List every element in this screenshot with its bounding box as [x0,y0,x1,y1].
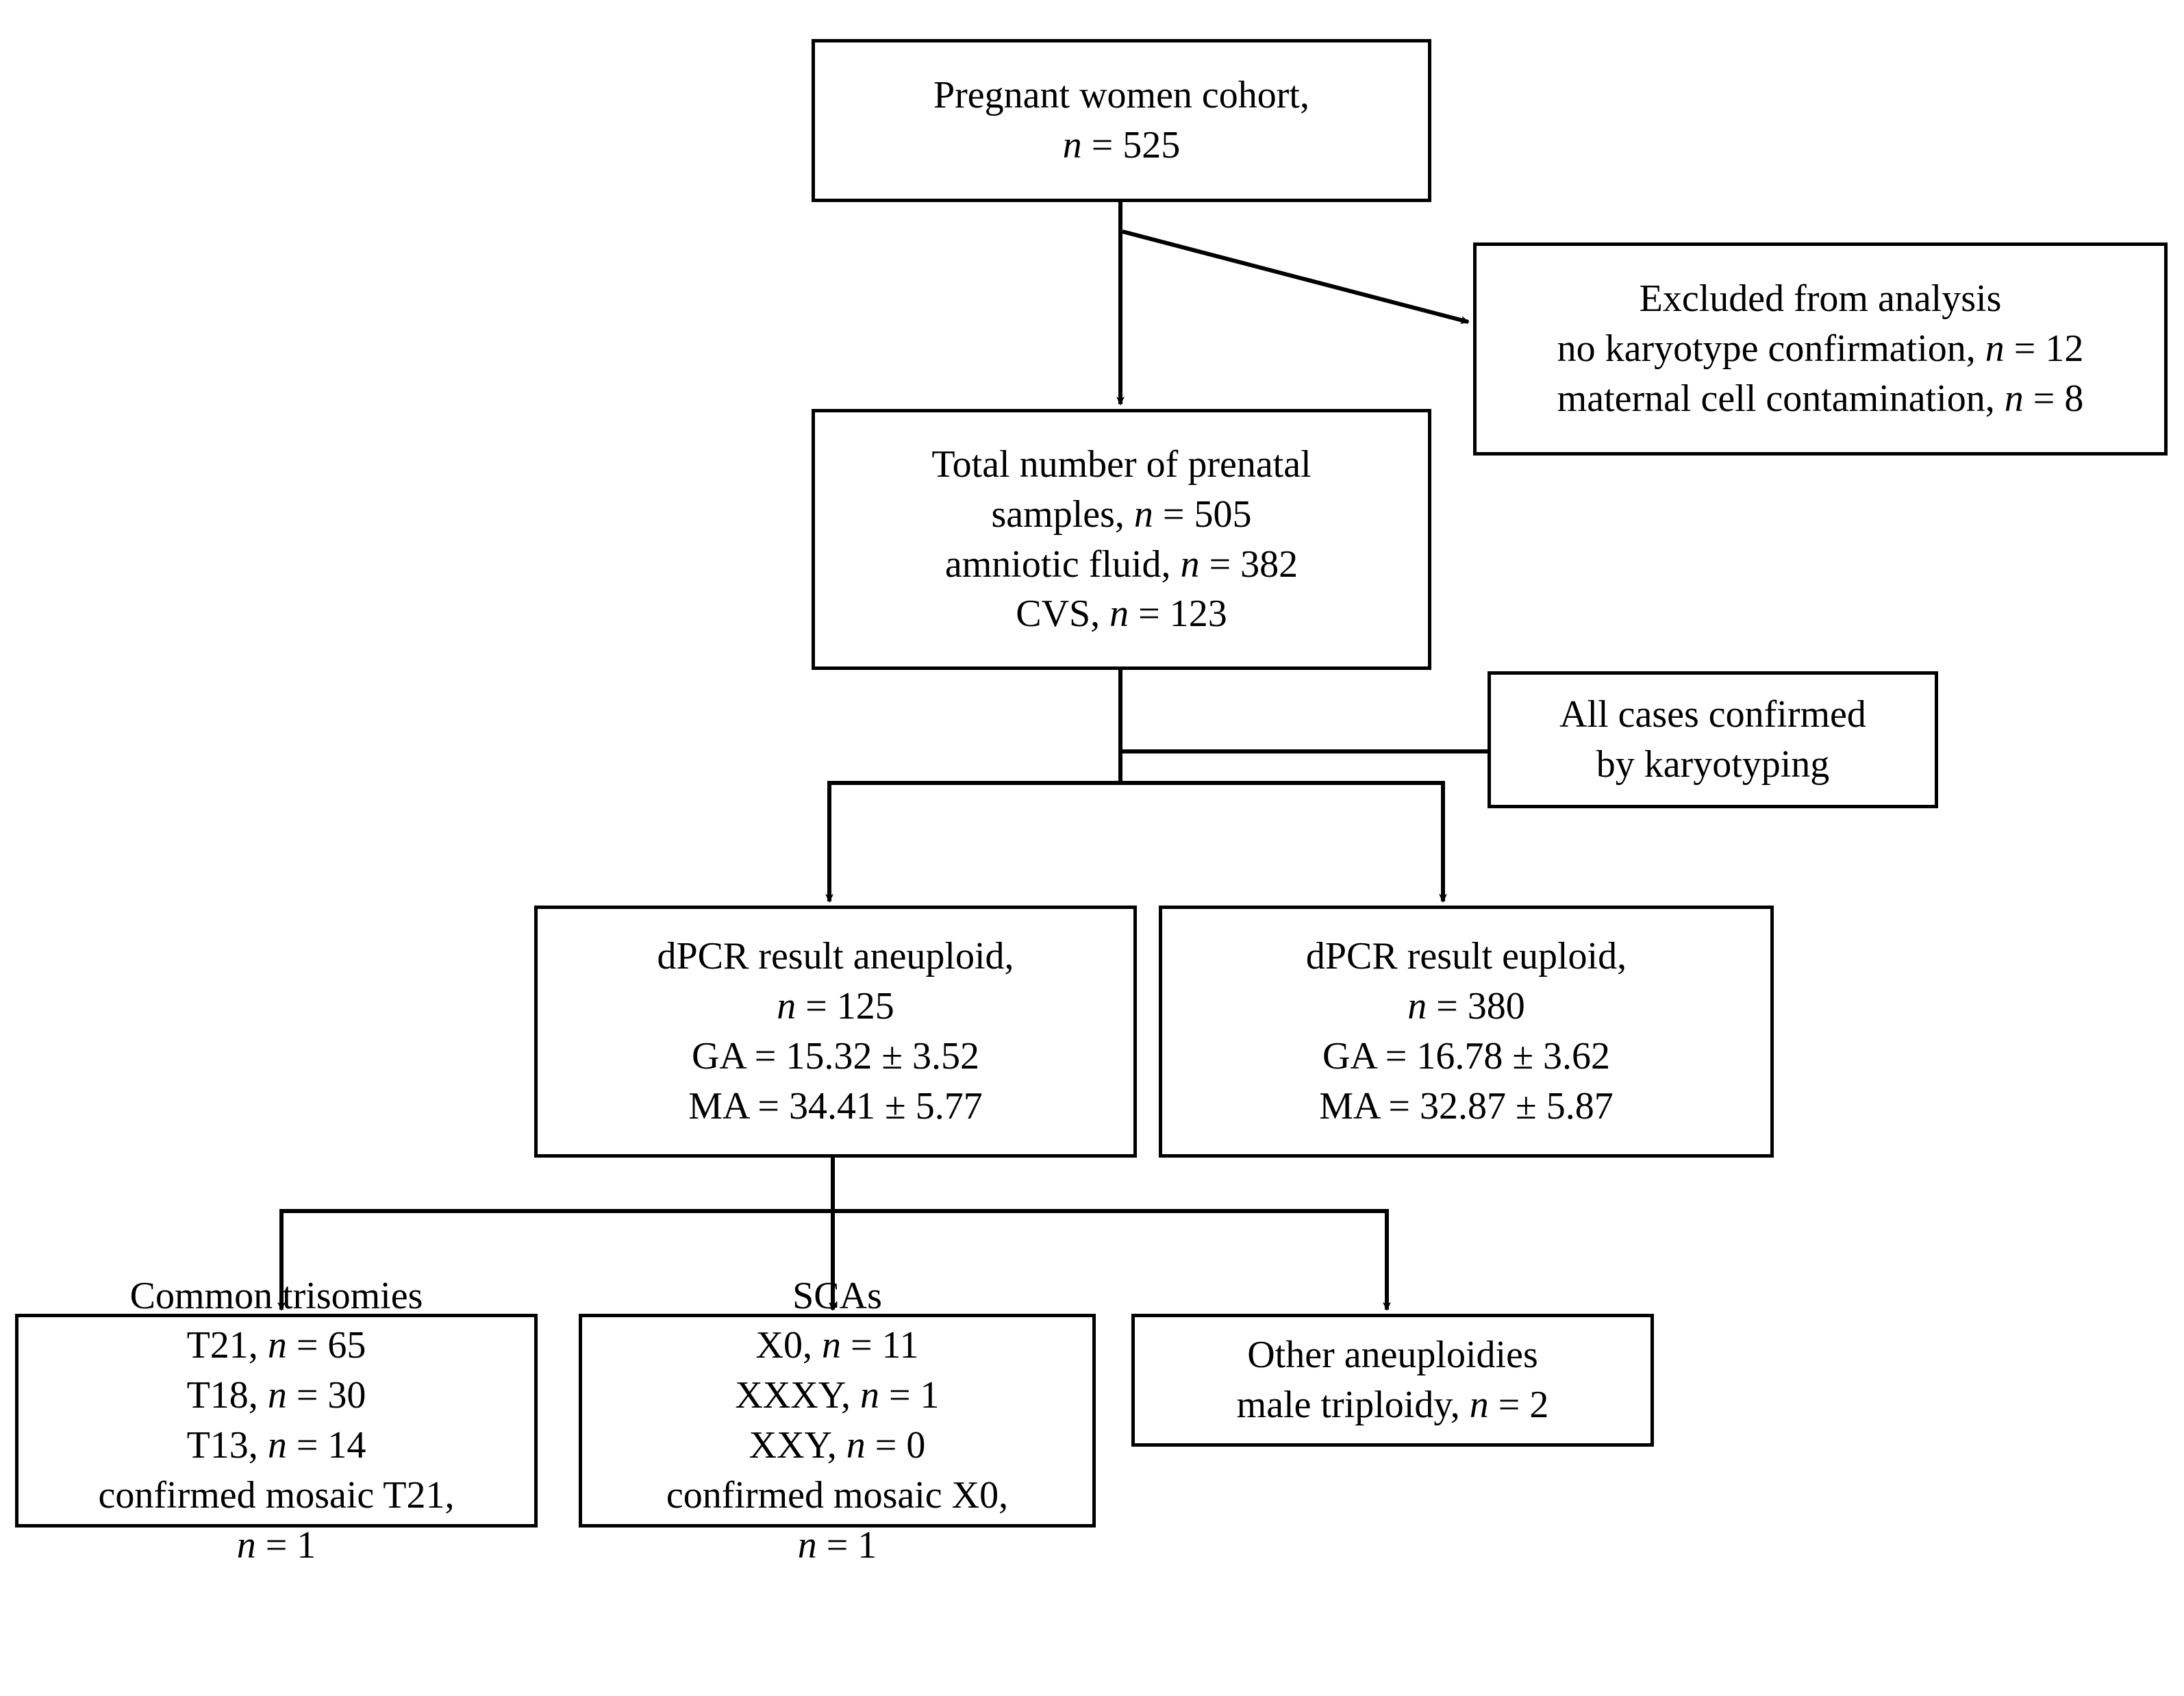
trisomies-line-4-t13: T13, n = 14 [187,1421,366,1471]
t13-label: T13, [186,1424,268,1467]
italic-n: n [2004,377,2024,420]
t13-count: = 14 [286,1424,366,1467]
total-line-1: Total number of prenatal [931,442,1311,486]
edge-total-split [825,670,1447,903]
total-line-4: CVS, n = 123 [1016,589,1227,639]
x0-count: = 11 [840,1324,919,1367]
trisomies-line-6-mosaic-count: n = 1 [237,1521,316,1571]
x0-label: X0, [755,1324,822,1367]
excluded-contamination-count: = 8 [2023,377,2084,420]
trisomies-line-5-mosaic: confirmed mosaic T21, [98,1473,455,1517]
male-triploidy-count: = 2 [1488,1384,1549,1426]
amniotic-fluid-count: = 382 [1199,543,1298,586]
aneuploid-line-4-ma: MA = 34.41 ± 5.77 [688,1084,983,1127]
node-pregnant-women-cohort: Pregnant women cohort, n = 525 [812,39,1431,202]
xxy-count: = 0 [865,1424,926,1467]
mosaic-t21-count: = 1 [255,1523,316,1567]
node-dpcr-result-aneuploid: dPCR result aneuploid, n = 125 GA = 15.3… [534,906,1137,1158]
excluded-reason-contamination: maternal cell contamination, [1557,377,2005,420]
mosaic-x0-count: = 1 [816,1523,877,1567]
italic-n: n [777,985,796,1028]
edge-cohort-to-excluded [1122,229,1470,325]
excluded-line-2: no karyotype confirmation, n = 12 [1557,324,2084,374]
italic-n: n [1469,1384,1489,1426]
italic-n: n [267,1374,287,1417]
scas-line-1: SCAs [792,1274,882,1317]
xxxy-label: XXXY, [735,1374,860,1417]
italic-n: n [1062,124,1082,166]
amniotic-fluid-label: amniotic fluid, [944,543,1181,586]
node-common-trisomies: Common trisomies T21, n = 65 T18, n = 30… [15,1275,538,1567]
total-line-2: samples, n = 505 [991,490,1251,540]
cohort-line-1: Pregnant women cohort, [933,74,1309,117]
italic-n: n [1180,543,1200,586]
node-excluded-from-analysis: Excluded from analysis no karyotype conf… [1473,242,2168,456]
other-line-2-triploidy: male triploidy, n = 2 [1237,1380,1549,1430]
euploid-line-3-ga: GA = 16.78 ± 3.62 [1322,1035,1611,1077]
italic-n: n [821,1324,841,1367]
italic-n: n [1133,492,1153,536]
scas-line-4-xxy: XXY, n = 0 [749,1421,926,1471]
italic-n: n [1407,985,1427,1028]
cvs-count: = 123 [1129,593,1227,636]
node-total-prenatal-samples: Total number of prenatal samples, n = 50… [812,409,1431,670]
scas-line-5-mosaic: confirmed mosaic X0, [666,1473,1009,1517]
t21-count: = 65 [286,1324,366,1367]
t18-count: = 30 [286,1374,366,1417]
aneuploid-line-3-ga: GA = 15.32 ± 3.52 [691,1035,980,1077]
italic-n: n [236,1523,256,1567]
node-sex-chromosome-aneuploidies: SCAs X0, n = 11 XXXY, n = 1 XXY, n = 0 c… [579,1275,1096,1567]
italic-n: n [859,1374,879,1417]
aneuploid-line-2: n = 125 [777,982,894,1032]
male-triploidy-label: male triploidy, [1236,1384,1470,1426]
node-other-aneuploidies: Other aneuploidies male triploidy, n = 2 [1131,1314,1654,1447]
euploid-line-2: n = 380 [1407,982,1525,1032]
italic-n: n [267,1324,287,1367]
scas-line-6-mosaic-count: n = 1 [798,1521,877,1571]
other-line-1: Other aneuploidies [1247,1334,1538,1377]
scas-line-3-xxxy: XXXY, n = 1 [735,1371,939,1421]
trisomies-line-1: Common trisomies [129,1274,423,1317]
total-samples-label: samples, [991,492,1134,536]
node-dpcr-result-euploid: dPCR result euploid, n = 380 GA = 16.78 … [1159,906,1774,1158]
euploid-line-4-ma: MA = 32.87 ± 5.87 [1319,1084,1614,1127]
node-all-cases-confirmed: All cases confirmed by karyotyping [1488,671,1938,808]
cohort-line-2: n = 525 [1063,121,1181,171]
trisomies-line-2-t21: T21, n = 65 [187,1321,366,1371]
trisomies-line-3-t18: T18, n = 30 [187,1371,366,1421]
scas-line-2-x0: X0, n = 11 [756,1321,919,1371]
t21-label: T21, [186,1324,268,1367]
excluded-line-1: Excluded from analysis [1639,277,2002,321]
cvs-label: CVS, [1016,593,1110,636]
xxy-label: XXY, [749,1424,846,1467]
total-line-3: amniotic fluid, n = 382 [945,540,1298,590]
excluded-reason-karyotype: no karyotype confirmation, [1557,327,1985,371]
euploid-count: = 380 [1427,985,1525,1028]
karyotyping-line-2: by karyotyping [1596,743,1830,786]
italic-n: n [1109,593,1129,636]
italic-n: n [846,1424,866,1467]
italic-n: n [267,1424,287,1467]
euploid-line-1: dPCR result euploid, [1305,935,1627,978]
xxxy-count: = 1 [879,1374,940,1417]
italic-n: n [797,1523,817,1567]
aneuploid-line-1: dPCR result aneuploid, [657,935,1014,978]
excluded-karyotype-count: = 12 [2004,327,2084,371]
italic-n: n [1985,327,2005,371]
aneuploid-count: = 125 [796,985,894,1028]
karyotyping-line-1: All cases confirmed [1559,693,1866,736]
cohort-count: = 525 [1081,124,1181,166]
t18-label: T18, [186,1374,268,1417]
excluded-line-3: maternal cell contamination, n = 8 [1557,374,2084,424]
total-samples-count: = 505 [1153,492,1252,536]
